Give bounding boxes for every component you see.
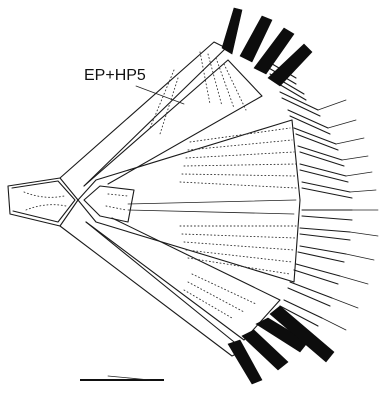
hypural-plate	[78, 120, 300, 282]
label-leader-line	[136, 86, 184, 104]
terminal-centrum	[8, 178, 78, 226]
pigmented-rays-bottom	[228, 306, 334, 384]
fan-bones	[60, 42, 280, 356]
ray-hatching	[150, 52, 296, 318]
structure-label: EP+HP5	[84, 67, 146, 84]
scale-bar	[80, 376, 164, 380]
pigmented-rays-top	[222, 8, 312, 86]
